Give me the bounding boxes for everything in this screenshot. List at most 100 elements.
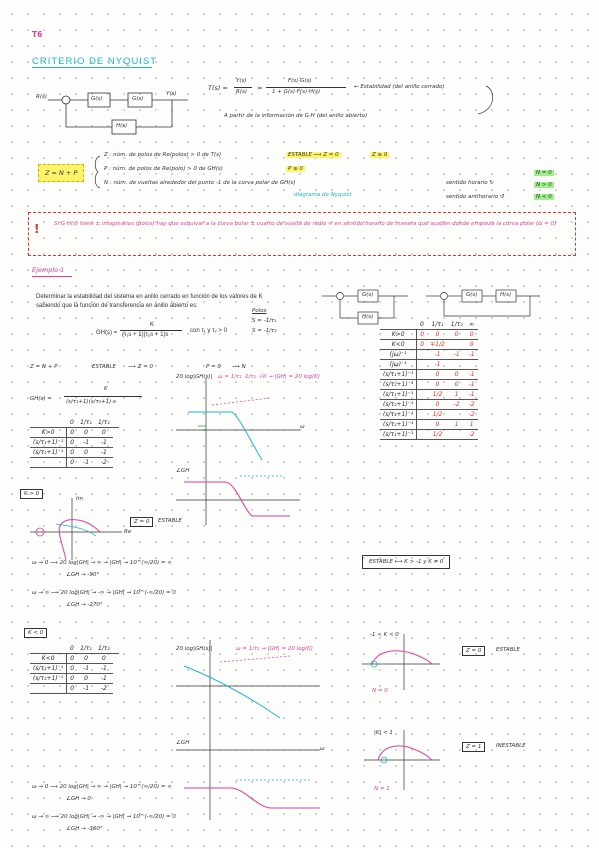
case1-table-row: 0-1-2 — [30, 457, 119, 468]
zpn-formula-box: Z = N + P — [38, 164, 85, 182]
example-gh: GH(s) = — [96, 330, 118, 336]
title-underline — [32, 67, 152, 68]
case2-w-label: ω — [320, 746, 325, 752]
right-table-header-3: 1/τ₂ — [447, 320, 466, 330]
case2-table-cell: -1 — [94, 673, 113, 684]
case1-z0-box: Z = 0 — [130, 517, 154, 527]
right-table-header-4: ∞ — [465, 320, 478, 330]
case2-table-row-label: (s/τ₂+1)⁻¹ — [30, 673, 68, 684]
case2-table-row-label — [30, 683, 68, 694]
case1-table-row-label: K>0 — [30, 427, 68, 438]
page-label: T6 — [32, 30, 43, 39]
case1-table-cell: 0 — [77, 427, 95, 438]
right-table-cell: 0 — [447, 379, 466, 390]
case1-table-cell: 0 — [66, 447, 78, 458]
case1-nyq-im: Im — [76, 496, 83, 502]
right-table-cell: 0 — [427, 419, 448, 430]
case2-limit1: ω → 0 ⟶ 20 log|GH| → ∞ → |GH| → 10^(∞/20… — [32, 784, 172, 790]
tf-den-g: 1 + G(s)·F(s)·H(s) — [272, 89, 321, 95]
right-table-row-label: (s/τ₁+1)⁻¹ — [380, 389, 418, 400]
zpn-n-def: N : núm. de vueltas alrededor del punto … — [104, 180, 296, 186]
case1-p-zero: P = 0 — [206, 364, 221, 370]
right-table-cell: 0 — [447, 369, 466, 380]
case2-table-cell: 0 — [66, 653, 78, 664]
zpn-n-antihorario: sentido antihorario ↺ — [446, 194, 505, 200]
example-polos-values2: S = -1/τ₂ — [252, 328, 277, 334]
case1-nyq-re: Re — [124, 529, 132, 535]
zpn-n-pos: N > 0 — [534, 182, 554, 188]
example-gh-den: (τ₁s + 1)(τ₂s + 1)s — [122, 332, 169, 338]
tf-num-y: Y(s) — [236, 78, 247, 84]
case2-k-lt-m1: |K| < 1 — [374, 730, 393, 736]
case2-table-cell: -2 — [94, 683, 113, 694]
case2-n0: N = 0 — [372, 688, 388, 694]
right-table-cell: -2 — [465, 429, 478, 440]
right-table-row-label: (jω)⁻¹ — [380, 359, 418, 370]
case2-table-header-3: 1/τ₂ — [94, 644, 113, 654]
right-table-cell — [416, 409, 428, 420]
warning-icon: ! — [34, 222, 40, 236]
case1-table-cell: 0 — [66, 427, 78, 438]
case2-inestable: INESTABLE — [496, 743, 526, 749]
bd1-h-block: H(s) — [116, 123, 128, 129]
zpn-n-horario: sentido horario ↻ — [446, 180, 495, 186]
right-table-cell: 0 — [427, 369, 448, 380]
zpn-n-zero: N = 0 — [534, 170, 554, 176]
example-title: Ejemplo 1 — [32, 266, 65, 274]
right-table-cell — [416, 359, 428, 370]
case2-estable: ESTABLE — [496, 647, 520, 653]
right-table-cell — [447, 339, 466, 350]
case2-table-header-2: 1/τ₁ — [77, 644, 95, 654]
tf-den-r: R(s) — [236, 89, 247, 95]
case1-kgt0-box: K > 0 — [20, 489, 44, 499]
right-table-cell: -1 — [465, 369, 478, 380]
right-table-cell: 1 — [465, 419, 478, 430]
right-table-cell — [416, 429, 428, 440]
case2-table-cell: -1 — [77, 683, 95, 694]
right-table-cell — [416, 369, 428, 380]
case2-n1: N = 1 — [374, 786, 390, 792]
right-table-cell: -2 — [447, 399, 466, 410]
case2-table-cell: 0 — [66, 673, 78, 684]
case2-table-row-label: (s/τ₁+1)⁻¹ — [30, 663, 68, 674]
bd1-output-label: Y(s) — [166, 91, 177, 97]
right-table-cell — [447, 359, 466, 370]
right-table-cell: 1 — [447, 419, 466, 430]
case1-phase-label: ∠GH — [176, 468, 190, 474]
right-table-row-label: (s/τ₂+1)⁻¹ — [380, 399, 418, 410]
zpn-z-ge: Z ≥ 0 — [370, 152, 390, 158]
right-table-cell: 0 — [465, 339, 478, 350]
right-table-cell — [447, 429, 466, 440]
case1-limit1b: ∠GH → -90° — [66, 572, 100, 578]
right-table-cell: 0 — [416, 339, 428, 350]
case1-table-row-label: (s/τ₁+1)⁻¹ — [30, 437, 68, 448]
case1-table-cell: -1 — [77, 457, 95, 468]
right-table-cell — [447, 409, 466, 420]
case1-table-header-3: 1/τ₂ — [94, 418, 113, 428]
case1-table-cell: 0 — [77, 447, 95, 458]
case2-table-cell: 0 — [94, 653, 113, 664]
right-table-cell: 0 — [465, 329, 478, 340]
case2-z1-box: Z = 1 — [462, 742, 486, 752]
example-polos-values: S = -1/τ₁ — [252, 318, 277, 324]
right-table-cell — [416, 419, 428, 430]
case1-arrow-zero: ⟶ Z = 0 — [128, 364, 154, 370]
case1-table-row-label — [30, 457, 68, 468]
case1-table-cell: 0 — [66, 437, 78, 448]
right-table-cell: -2 — [465, 399, 478, 410]
